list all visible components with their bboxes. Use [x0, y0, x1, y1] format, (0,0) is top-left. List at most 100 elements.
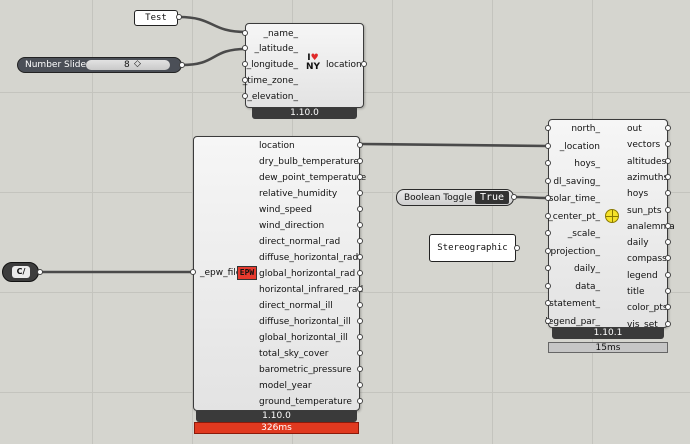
epw-input-file: _epw_file	[200, 268, 242, 278]
sunpath-grip-out-10[interactable]	[665, 288, 671, 294]
file-path-output-grip[interactable]	[37, 269, 43, 275]
epw-grip-out-7[interactable]	[357, 254, 363, 260]
epw-grip-out-10[interactable]	[357, 302, 363, 308]
icon-letter-i: I	[307, 53, 311, 63]
epw-grip-out-0[interactable]	[357, 142, 363, 148]
epw-grip-out-12[interactable]	[357, 334, 363, 340]
sunpath-grip-in-0[interactable]	[545, 125, 551, 131]
sunpath-output-9: legend	[627, 270, 658, 281]
sunpath-grip-out-0[interactable]	[665, 125, 671, 131]
sunpath-output-11: color_pts	[627, 303, 668, 314]
sunpath-grip-in-11[interactable]	[545, 317, 551, 324]
boolean-toggle[interactable]: Boolean Toggle True	[396, 189, 514, 206]
test-panel-output-grip[interactable]	[176, 14, 182, 20]
epw-grip-out-14[interactable]	[357, 366, 363, 372]
sunpath-grip-out-2[interactable]	[665, 157, 671, 164]
epw-grip-out-9[interactable]	[357, 286, 363, 292]
location-input-timezone: _time_zone_	[242, 76, 298, 86]
location-grip-out[interactable]	[361, 61, 367, 67]
sunpath-grip-in-1[interactable]	[545, 142, 551, 149]
file-path-text: C/	[16, 267, 26, 276]
sunpath-grip-in-8[interactable]	[545, 265, 551, 271]
sunpath-grip-in-2[interactable]	[545, 160, 551, 166]
test-panel-text: Test	[145, 13, 167, 23]
sunpath-grip-in-3[interactable]	[545, 177, 551, 184]
location-version-bar: 1.10.0	[252, 108, 357, 119]
sunpath-grip-in-6[interactable]	[545, 230, 551, 236]
location-grip-in-4[interactable]	[242, 93, 248, 99]
sunpath-grip-out-1[interactable]	[665, 141, 671, 148]
number-slider-label: Number Slider	[25, 60, 90, 70]
location-grip-in-3[interactable]	[242, 77, 248, 83]
epw-output-3: relative_humidity	[259, 189, 338, 199]
sunpath-grip-out-9[interactable]	[665, 271, 671, 278]
sunpath-timing-badge: 15ms	[548, 342, 668, 353]
epw-grip-out-6[interactable]	[357, 238, 363, 244]
file-path-parameter[interactable]: C/	[2, 262, 39, 282]
boolean-toggle-label: Boolean Toggle	[404, 193, 473, 203]
epw-output-0: location	[259, 141, 295, 151]
epw-output-4: wind_speed	[259, 205, 312, 215]
sunpath-input-2: hoys_	[574, 159, 600, 169]
location-input-name: _name_	[263, 29, 298, 39]
epw-output-10: direct_normal_ill	[259, 301, 333, 311]
sunpath-grip-in-9[interactable]	[545, 282, 551, 289]
number-slider-track[interactable]: 8 ◇	[86, 59, 170, 70]
epw-output-5: wind_direction	[259, 221, 325, 231]
location-grip-in-0[interactable]	[242, 30, 248, 36]
sunpath-output-2: altitudes	[627, 156, 667, 167]
sunpath-input-0: north_	[571, 124, 600, 134]
sunpath-grip-in-10[interactable]	[545, 300, 551, 306]
number-slider-value: 8	[124, 60, 130, 70]
epw-grip-out-8[interactable]	[357, 270, 363, 276]
sunpath-grip-out-7[interactable]	[665, 239, 671, 246]
wire-location-to-sunpath	[359, 142, 549, 148]
location-output-location: location	[326, 60, 362, 70]
sunpath-grip-in-4[interactable]	[545, 195, 551, 201]
stereographic-output-grip[interactable]	[514, 245, 520, 251]
epw-grip-in[interactable]	[190, 269, 196, 275]
epw-output-14: barometric_pressure	[259, 365, 352, 375]
epw-grip-out-13[interactable]	[357, 350, 363, 356]
epw-grip-out-1[interactable]	[357, 158, 363, 164]
boolean-toggle-value[interactable]: True	[475, 191, 509, 204]
sunpath-grip-out-11[interactable]	[665, 304, 671, 311]
epw-output-16: ground_temperature	[259, 397, 352, 407]
stereographic-panel[interactable]: Stereographic	[429, 234, 516, 262]
epw-grip-out-2[interactable]	[357, 174, 363, 180]
sunpath-grip-in-7[interactable]	[545, 247, 551, 254]
epw-grip-out-4[interactable]	[357, 206, 363, 212]
sunpath-grip-out-12[interactable]	[665, 320, 671, 327]
location-grip-in-1[interactable]	[242, 45, 248, 51]
sunpath-input-9: data_	[575, 281, 600, 292]
epw-grip-out-11[interactable]	[357, 318, 363, 324]
sunpath-grip-in-5[interactable]	[545, 212, 551, 219]
location-input-elevation: _elevation_	[247, 92, 298, 102]
epw-grip-out-5[interactable]	[357, 222, 363, 228]
test-panel[interactable]: Test	[134, 10, 178, 26]
heart-icon: ♥	[310, 53, 319, 63]
boolean-toggle-output-grip[interactable]	[511, 194, 517, 200]
sunpath-output-1: vectors	[627, 140, 661, 151]
epw-grip-out-15[interactable]	[357, 382, 363, 388]
sunpath-grip-out-4[interactable]	[665, 190, 671, 197]
file-path-label: C/	[12, 266, 30, 278]
epw-output-1: dry_bulb_temperature	[259, 157, 359, 167]
epw-version-bar: 1.10.0	[196, 411, 357, 422]
sunpath-input-3: dl_saving_	[553, 176, 600, 187]
sunpath-grip-out-5[interactable]	[665, 206, 671, 213]
epw-grip-out-3[interactable]	[357, 190, 363, 196]
stereographic-panel-text: Stereographic	[437, 243, 508, 253]
sunpath-grip-out-6[interactable]	[665, 222, 671, 229]
location-grip-in-2[interactable]	[242, 61, 248, 67]
construct-location-component[interactable]: _name_ _latitude_ _longitude_ _time_zone…	[242, 23, 364, 108]
number-slider-output-grip[interactable]	[179, 62, 185, 68]
number-slider[interactable]: Number Slider 8 ◇	[17, 57, 182, 73]
sunpath-grip-out-8[interactable]	[665, 255, 671, 262]
slider-handle-icon[interactable]: ◇	[134, 59, 141, 69]
epw-grip-out-16[interactable]	[357, 398, 363, 404]
sunpath-grip-out-3[interactable]	[665, 173, 671, 180]
location-input-longitude: _longitude_	[246, 60, 298, 70]
